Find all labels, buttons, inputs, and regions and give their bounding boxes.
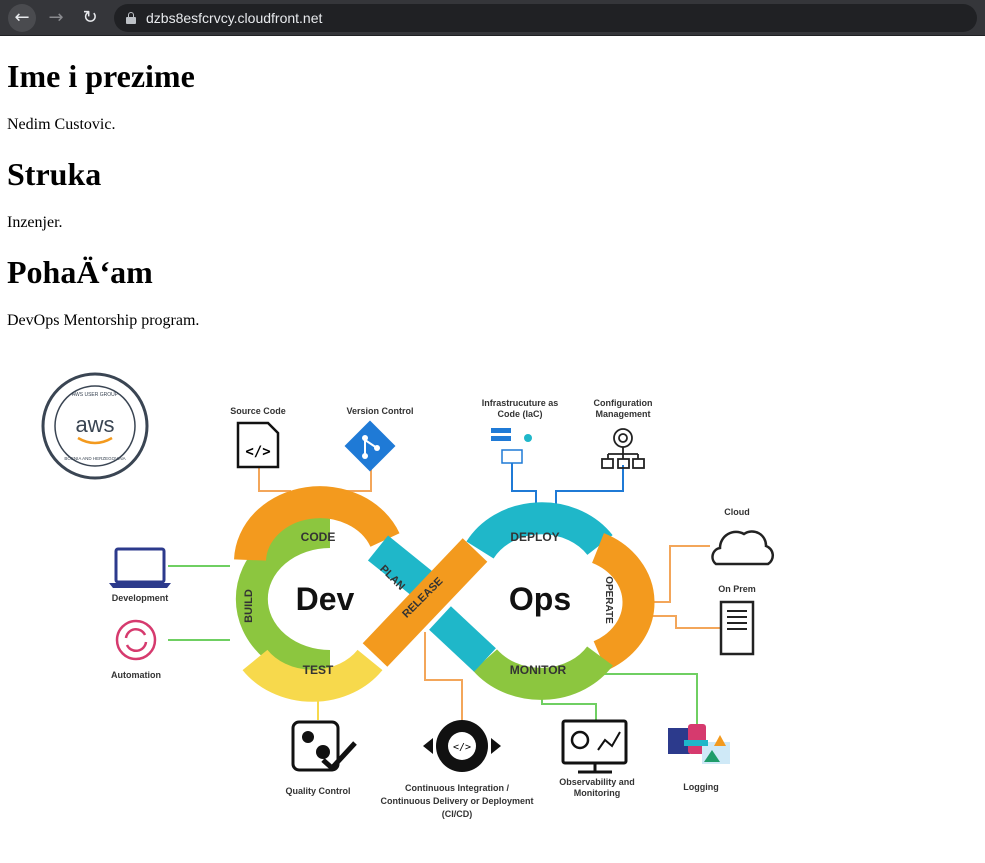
cicd-node: </> Continuous Integration / Continuous …	[380, 720, 534, 819]
version-control-node: Version Control	[344, 406, 414, 472]
segment-operate: OPERATE	[603, 576, 614, 624]
segment-monitor: MONITOR	[510, 663, 567, 677]
server-code-icon	[491, 428, 532, 464]
segment-deploy: DEPLOY	[510, 530, 559, 544]
name-text: Nedim Custovic.	[7, 116, 116, 133]
observability-label-line2: Monitoring	[574, 788, 621, 798]
ops-label: Ops	[509, 581, 571, 617]
config-management-node: Configuration Management	[594, 398, 653, 469]
gear-code-icon: </>	[423, 720, 501, 772]
logging-node: Logging	[668, 724, 730, 792]
svg-text:</>: </>	[453, 742, 471, 753]
iac-label-line1: Infrastrucuture as	[482, 398, 559, 408]
cicd-label-line3: (CI/CD)	[442, 809, 473, 819]
devops-diagram-image: AWS USER GROUP aws BOSNIA AND HERZEGOVIN…	[41, 372, 775, 819]
badge-bottom-text: BOSNIA AND HERZEGOVINA	[64, 456, 125, 461]
cicd-label-line2: Continuous Delivery or Deployment	[380, 796, 533, 806]
segment-build: BUILD	[243, 589, 255, 623]
automation-label: Automation	[111, 670, 161, 680]
observability-label-line1: Observability and	[559, 777, 635, 787]
config-label-line2: Management	[595, 409, 650, 419]
address-bar[interactable]: dzbs8esfcrvcy.cloudfront.net	[114, 3, 977, 32]
development-node: Development	[109, 547, 171, 603]
browser-toolbar: ← → ↻ dzbs8esfcrvcy.cloudfront.net	[0, 0, 985, 36]
logging-dashboard-icon	[668, 724, 730, 764]
version-control-label: Version Control	[346, 406, 413, 416]
devops-infinity-loop: CODE PLAN BUILD TEST RELEASE DEPLOY OPER…	[234, 486, 655, 702]
cloud-icon	[711, 530, 775, 566]
heading-name: Ime i prezime	[7, 58, 195, 94]
arrow-right-icon: →	[48, 7, 64, 28]
cicd-label-line1: Continuous Integration /	[405, 783, 509, 793]
source-code-label: Source Code	[230, 406, 286, 416]
logging-label: Logging	[683, 782, 719, 792]
aws-logo-text: aws	[75, 412, 114, 437]
source-code-node: Source Code </>	[230, 406, 286, 469]
forward-button[interactable]: →	[42, 4, 70, 32]
laptop-icon	[109, 547, 171, 588]
on-prem-label: On Prem	[718, 584, 756, 594]
profession-text: Inzenjer.	[7, 214, 63, 231]
segment-code: CODE	[301, 530, 336, 544]
quality-control-label: Quality Control	[286, 786, 351, 796]
segment-test: TEST	[303, 663, 334, 677]
monitor-chart-icon	[561, 719, 628, 774]
reload-button[interactable]: ↻	[76, 4, 104, 32]
back-button[interactable]: ←	[8, 3, 36, 32]
iac-node: Infrastrucuture as Code (IaC)	[482, 398, 559, 464]
development-label: Development	[112, 593, 169, 603]
config-label-line1: Configuration	[594, 398, 653, 408]
automation-node: Automation	[111, 619, 161, 680]
gears-check-icon	[291, 720, 357, 772]
heading-attending: PohaÄ‘am	[7, 254, 153, 290]
arrow-left-icon: ←	[14, 7, 30, 28]
page-content: Ime i prezime Nedim Custovic. Struka Inz…	[0, 57, 985, 330]
server-icon	[719, 600, 755, 656]
url-text: dzbs8esfcrvcy.cloudfront.net	[146, 9, 323, 26]
lock-icon	[126, 11, 136, 24]
quality-control-node: Quality Control	[286, 720, 357, 796]
dev-label: Dev	[296, 581, 355, 617]
file-code-icon: </>	[236, 421, 280, 469]
gear-cycle-icon	[115, 619, 157, 661]
observability-node: Observability and Monitoring	[559, 719, 635, 798]
cloud-node: Cloud	[711, 507, 775, 566]
iac-label-line2: Code (IaC)	[498, 409, 543, 419]
reload-icon: ↻	[82, 7, 98, 28]
on-prem-node: On Prem	[718, 584, 756, 656]
svg-text:</>: </>	[245, 444, 270, 460]
badge-top-text: AWS USER GROUP	[72, 392, 119, 398]
gear-hierarchy-icon	[601, 428, 645, 469]
aws-user-group-badge: AWS USER GROUP aws BOSNIA AND HERZEGOVIN…	[41, 372, 149, 480]
cloud-label: Cloud	[724, 507, 750, 517]
attending-text: DevOps Mentorship program.	[7, 312, 200, 329]
heading-profession: Struka	[7, 156, 102, 192]
git-icon	[344, 420, 396, 472]
